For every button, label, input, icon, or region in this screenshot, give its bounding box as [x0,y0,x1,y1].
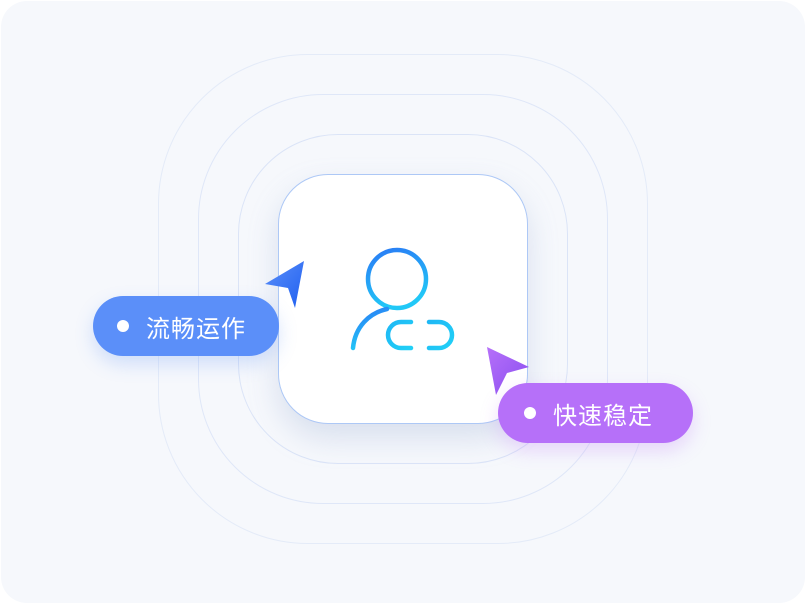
badge-label: 流畅运作 [146,314,246,343]
bullet-dot-icon [117,320,129,332]
bullet-dot-icon [524,407,536,419]
badge-label: 快速稳定 [553,401,653,430]
icon-card [278,174,528,424]
user-link-icon [350,247,455,351]
pointer-arrow-icon [265,261,304,308]
badge-smooth-operation: 流畅运作 [93,296,279,356]
badge-fast-stable: 快速稳定 [498,383,693,443]
pointer-arrow-icon [487,347,529,395]
